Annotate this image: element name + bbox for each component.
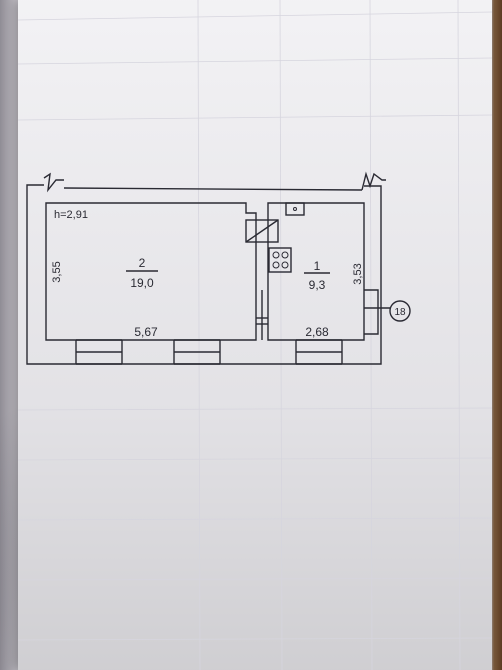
burner-3 xyxy=(272,261,280,269)
room-2-width-label: 5,67 xyxy=(134,325,158,339)
right-wall-step xyxy=(364,289,379,335)
sink xyxy=(285,202,305,216)
room-1-area: 9,3 xyxy=(309,278,326,292)
window-1 xyxy=(75,339,123,365)
burner-2 xyxy=(281,251,289,259)
sink-drain xyxy=(293,207,297,211)
room-1-height-label: 3,53 xyxy=(352,263,364,284)
paper-sheet xyxy=(18,0,492,670)
room-2-height-label: 3,55 xyxy=(51,261,63,282)
room-1-outline xyxy=(267,202,365,341)
room-1-width-label: 2,68 xyxy=(305,325,329,339)
window-3 xyxy=(295,339,343,365)
room-1-number: 1 xyxy=(314,259,321,273)
room-2-area: 19,0 xyxy=(130,276,154,290)
burner-1 xyxy=(272,251,280,259)
stove-box xyxy=(245,219,279,243)
room-2-number: 2 xyxy=(139,256,146,270)
paper-grid xyxy=(18,0,492,670)
hob xyxy=(268,247,292,273)
top-left-break xyxy=(43,172,64,193)
marker-label: 18 xyxy=(394,307,406,318)
burner-4 xyxy=(281,261,289,269)
marker-circle xyxy=(389,300,411,322)
top-wall-line xyxy=(63,187,363,191)
room-2-outline xyxy=(45,202,257,341)
stove-diagonal xyxy=(245,219,279,243)
top-right-break xyxy=(361,171,386,191)
ceiling-height-label: h=2,91 xyxy=(54,209,88,221)
window-2 xyxy=(173,339,221,365)
